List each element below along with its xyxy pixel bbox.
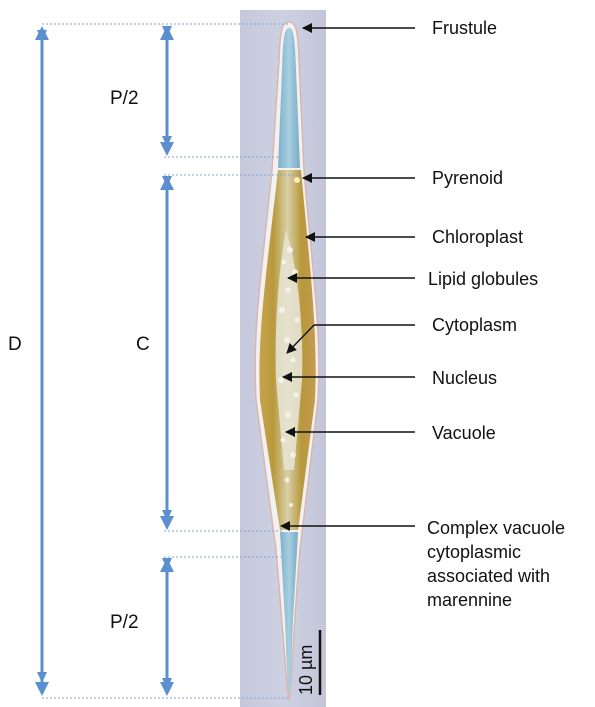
- label-vacuole: Vacuole: [432, 423, 496, 443]
- d-dimension-label: D: [8, 334, 22, 355]
- label-frustule: Frustule: [432, 18, 497, 38]
- dimension-arrow-caps: [35, 26, 174, 696]
- scale-bar-label: 10 µm: [296, 645, 316, 695]
- label-nucleus: Nucleus: [432, 368, 497, 388]
- label-lipid-globules: Lipid globules: [428, 269, 538, 289]
- label-complex-vacuole: Complex vacuole cytoplasmic associated w…: [427, 518, 570, 610]
- p-bottom-dimension-label: P/2: [110, 612, 139, 633]
- label-complex-vacuole-line-3: associated with: [427, 566, 550, 586]
- label-chloroplast: Chloroplast: [432, 227, 523, 247]
- label-complex-vacuole-line-2: cytoplasmic: [427, 542, 521, 562]
- p-top-dimension-label: P/2: [110, 88, 139, 109]
- label-cytoplasm: Cytoplasm: [432, 315, 517, 335]
- label-complex-vacuole-line-1: Complex vacuole: [427, 518, 565, 538]
- dimension-arrows: [42, 36, 167, 688]
- label-complex-vacuole-line-4: marennine: [427, 590, 512, 610]
- label-pyrenoid: Pyrenoid: [432, 168, 503, 188]
- c-dimension-label: C: [136, 334, 150, 355]
- pyrenoid-dot: [294, 177, 300, 183]
